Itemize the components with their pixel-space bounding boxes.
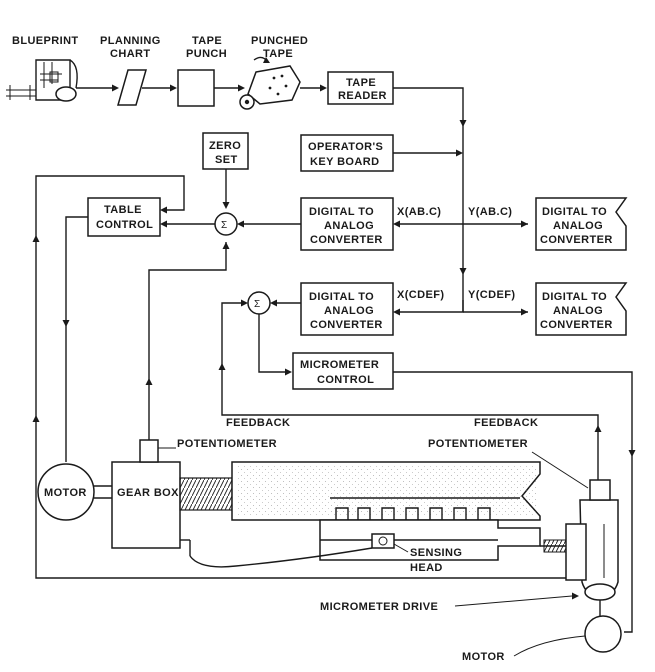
- feedback-pot-left-label-1: FEEDBACK: [226, 417, 290, 429]
- tape-punch-block: [177, 69, 215, 107]
- dac-y-cdef-label-2: ANALOG: [553, 305, 603, 317]
- sensing-head-icon: [371, 533, 395, 549]
- feedback-left-loop: [148, 242, 227, 440]
- dac-y-abc-label-3: CONVERTER: [540, 234, 613, 246]
- dac-y-cdef-label-1: DIGITAL TO: [542, 291, 607, 303]
- dac-x-cdef-label-3: CONVERTER: [310, 319, 383, 331]
- planning-chart-label-1: PLANNING: [100, 35, 161, 47]
- dac-x-cdef-label-2: ANALOG: [324, 305, 374, 317]
- planning-chart-block: [117, 69, 147, 106]
- link-table-control-motor: [65, 216, 88, 462]
- operators-keyboard-label-2: KEY BOARD: [310, 156, 379, 168]
- dac-x-cdef-block: [300, 282, 394, 336]
- link-reader-bus: [393, 87, 464, 312]
- lead-screw: [179, 477, 233, 511]
- punched-tape-icon: [239, 56, 301, 110]
- dac-x-abc-label-3: CONVERTER: [310, 234, 383, 246]
- planning-chart-label-2: CHART: [110, 48, 151, 60]
- tape-reader-block: [327, 71, 394, 105]
- operators-keyboard-block: [300, 134, 394, 172]
- micrometer-control-block: [292, 352, 394, 390]
- tape-punch-label-2: PUNCH: [186, 48, 227, 60]
- zero-set-label-2: SET: [215, 154, 238, 166]
- motor-left-label: MOTOR: [44, 487, 87, 499]
- dac-y-cdef-block: [535, 282, 628, 336]
- x-abc-signal-label: X(AB.C): [397, 206, 441, 218]
- dac-y-abc-block: [535, 197, 628, 251]
- table-control-label-2: CONTROL: [96, 219, 153, 231]
- link-micrometer-motor: [393, 371, 633, 633]
- sensing-head-label-1: SENSING: [410, 547, 462, 559]
- feedback-pot-right-label-1: FEEDBACK: [474, 417, 538, 429]
- feedback-pot-right: [589, 479, 611, 501]
- table-control-label-1: TABLE: [104, 204, 142, 216]
- table-control-block: [87, 197, 161, 237]
- blueprint-label: BLUEPRINT: [12, 35, 79, 47]
- gear-box-block: [111, 461, 181, 549]
- y-abc-signal-label: Y(AB.C): [468, 206, 512, 218]
- feedback-pot-right-label-2: POTENTIOMETER: [428, 438, 528, 450]
- svg-text:BLUEPRINT: BLUEPRINT: [12, 35, 79, 47]
- summing-symbol-lower: Σ: [254, 299, 261, 310]
- zero-set-label-1: ZERO: [209, 140, 241, 152]
- tape-reader-label-1: TAPE: [346, 77, 376, 89]
- feedback-right-loop: [221, 302, 599, 480]
- micrometer-drive-label: MICROMETER DRIVE: [320, 601, 438, 613]
- micrometer-control-label-2: CONTROL: [317, 374, 374, 386]
- dac-y-cdef-label-3: CONVERTER: [540, 319, 613, 331]
- dac-x-abc-block: [300, 197, 394, 251]
- blueprint-icon: [6, 59, 78, 102]
- operators-keyboard-label-1: OPERATOR'S: [308, 141, 383, 153]
- tape-punch-label-1: TAPE: [192, 35, 222, 47]
- feedback-pot-left-label-2: POTENTIOMETER: [177, 438, 277, 450]
- dac-x-cdef-label-1: DIGITAL TO: [309, 291, 374, 303]
- sensing-head-label-2: HEAD: [410, 562, 443, 574]
- gear-box-label: GEAR BOX: [117, 487, 179, 499]
- feedback-pot-left: [139, 439, 159, 463]
- dac-y-abc-label-1: DIGITAL TO: [542, 206, 607, 218]
- dac-y-abc-label-2: ANALOG: [553, 220, 603, 232]
- x-cdef-signal-label: X(CDEF): [397, 289, 444, 301]
- motor-left: [37, 463, 95, 521]
- motor-bottom-label: MOTOR: [462, 651, 505, 663]
- punched-tape-label-1: PUNCHED: [251, 35, 308, 47]
- motor-bottom: [584, 615, 622, 653]
- micrometer-control-label-1: MICROMETER: [300, 359, 379, 371]
- outer-feedback-loop: [35, 175, 578, 579]
- punched-tape-label-2: TAPE: [263, 48, 293, 60]
- y-cdef-signal-label: Y(CDEF): [468, 289, 515, 301]
- micrometer-spindle: [543, 539, 567, 553]
- dac-x-abc-label-1: DIGITAL TO: [309, 206, 374, 218]
- dac-x-abc-label-2: ANALOG: [324, 220, 374, 232]
- summing-symbol-upper: Σ: [221, 220, 228, 231]
- tape-reader-label-2: READER: [338, 90, 387, 102]
